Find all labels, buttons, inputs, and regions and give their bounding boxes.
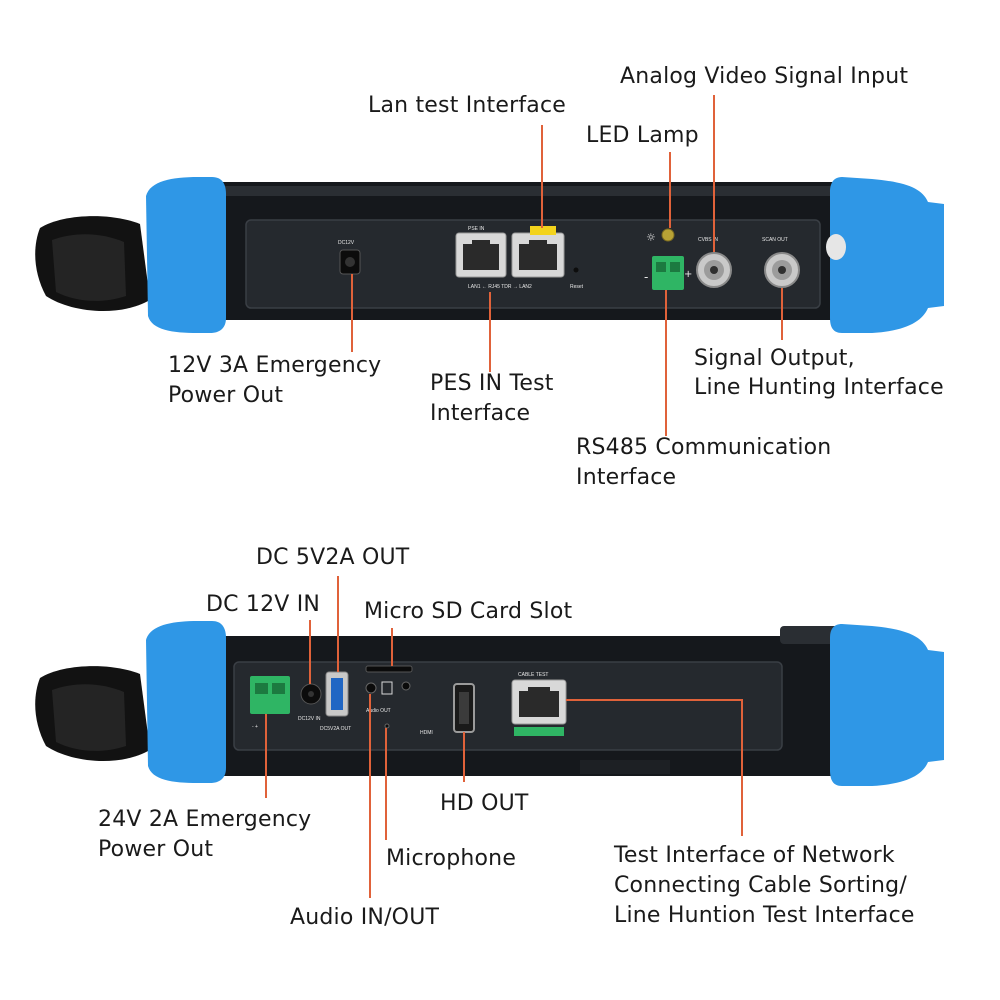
- label-dc-12v-in: DC 12V IN: [206, 592, 321, 617]
- label-led-lamp: LED Lamp: [586, 123, 699, 148]
- cable-test-label: CABLE TEST: [518, 672, 548, 678]
- label-microphone: Microphone: [386, 846, 517, 871]
- micro-sd-slot: [365, 665, 413, 673]
- bottom-strap-fold: [52, 684, 126, 751]
- pse-in-label: PSE IN: [468, 226, 485, 232]
- label-emergency-24v-line1: 24V 2A Emergency: [98, 807, 312, 832]
- lamp-symbol-icon: ☼: [646, 231, 656, 244]
- label-analog-video: Analog Video Signal Input: [620, 64, 909, 89]
- side-sticker: [826, 234, 846, 260]
- scan-out-label: SCAN OUT: [762, 237, 788, 243]
- leader-test-interface: [566, 699, 743, 836]
- cvbs-in-label: CVBS IN: [698, 237, 718, 243]
- usb-out-label: DC5V2A OUT: [320, 726, 351, 732]
- label-lan-test: Lan test Interface: [368, 93, 567, 118]
- label-emergency-12v-line1: 12V 3A Emergency: [168, 353, 382, 378]
- label-pes-in-line2: Interface: [430, 401, 531, 426]
- label-signal-output-line2: Line Hunting Interface: [694, 375, 944, 400]
- label-hd-out: HD OUT: [440, 791, 529, 816]
- lan-row-label: LAN1 ← RJ45 TDR → LAN2: [468, 284, 532, 290]
- label-emergency-24v-line2: Power Out: [98, 837, 214, 862]
- top-strap-fold: [52, 234, 126, 301]
- audio-out-label: Audio OUT: [366, 708, 391, 714]
- bottom-leader-lines: [265, 576, 743, 898]
- poe-sticker: [530, 226, 556, 235]
- label-test-interface-line2: Connecting Cable Sorting/: [614, 873, 907, 898]
- minus-symbol: -: [644, 270, 648, 284]
- label-rs485-line2: Interface: [576, 465, 677, 490]
- bottom-left-bumper: [146, 621, 226, 783]
- bottom-right-bumper: [830, 624, 944, 786]
- label-dc-5v2a-out: DC 5V2A OUT: [256, 545, 410, 570]
- dc-in-label: DC12V IN: [298, 716, 321, 722]
- rs485-terminal: [652, 256, 684, 290]
- label-signal-output-line1: Signal Output,: [694, 346, 855, 371]
- led-lamp: [661, 228, 675, 242]
- audio-jack: [365, 682, 377, 694]
- top-leader-lines: [351, 95, 783, 436]
- sd-card-icon: [381, 681, 393, 695]
- cable-test-sticker: [514, 727, 564, 736]
- label-test-interface-line3: Line Huntion Test Interface: [614, 903, 915, 928]
- emergency-24v-terminal: [250, 676, 290, 714]
- top-right-bumper: [830, 177, 944, 333]
- label-pes-in-line1: PES IN Test: [430, 371, 554, 396]
- plus-symbol: +: [684, 269, 692, 280]
- hdmi-logo: HDMI: [420, 730, 433, 736]
- label-test-interface-line1: Test Interface of Network: [614, 843, 895, 868]
- label-micro-sd: Micro SD Card Slot: [364, 599, 573, 624]
- label-rs485-line1: RS485 Communication: [576, 435, 832, 460]
- label-emergency-12v-line2: Power Out: [168, 383, 284, 408]
- dc-out-label: DC12V: [338, 240, 355, 246]
- reset-hole: [573, 267, 579, 273]
- terminal-marks: - +: [252, 724, 258, 730]
- bottom-port-panel: [233, 661, 783, 751]
- label-audio-in-out: Audio IN/OUT: [290, 905, 440, 930]
- bottom-device: - + DC12V IN DC5V2A OUT Audio OUT HDMI C…: [35, 621, 944, 786]
- microphone-hole: [384, 723, 390, 729]
- reset-label: Reset: [570, 284, 584, 290]
- top-left-bumper: [146, 177, 226, 333]
